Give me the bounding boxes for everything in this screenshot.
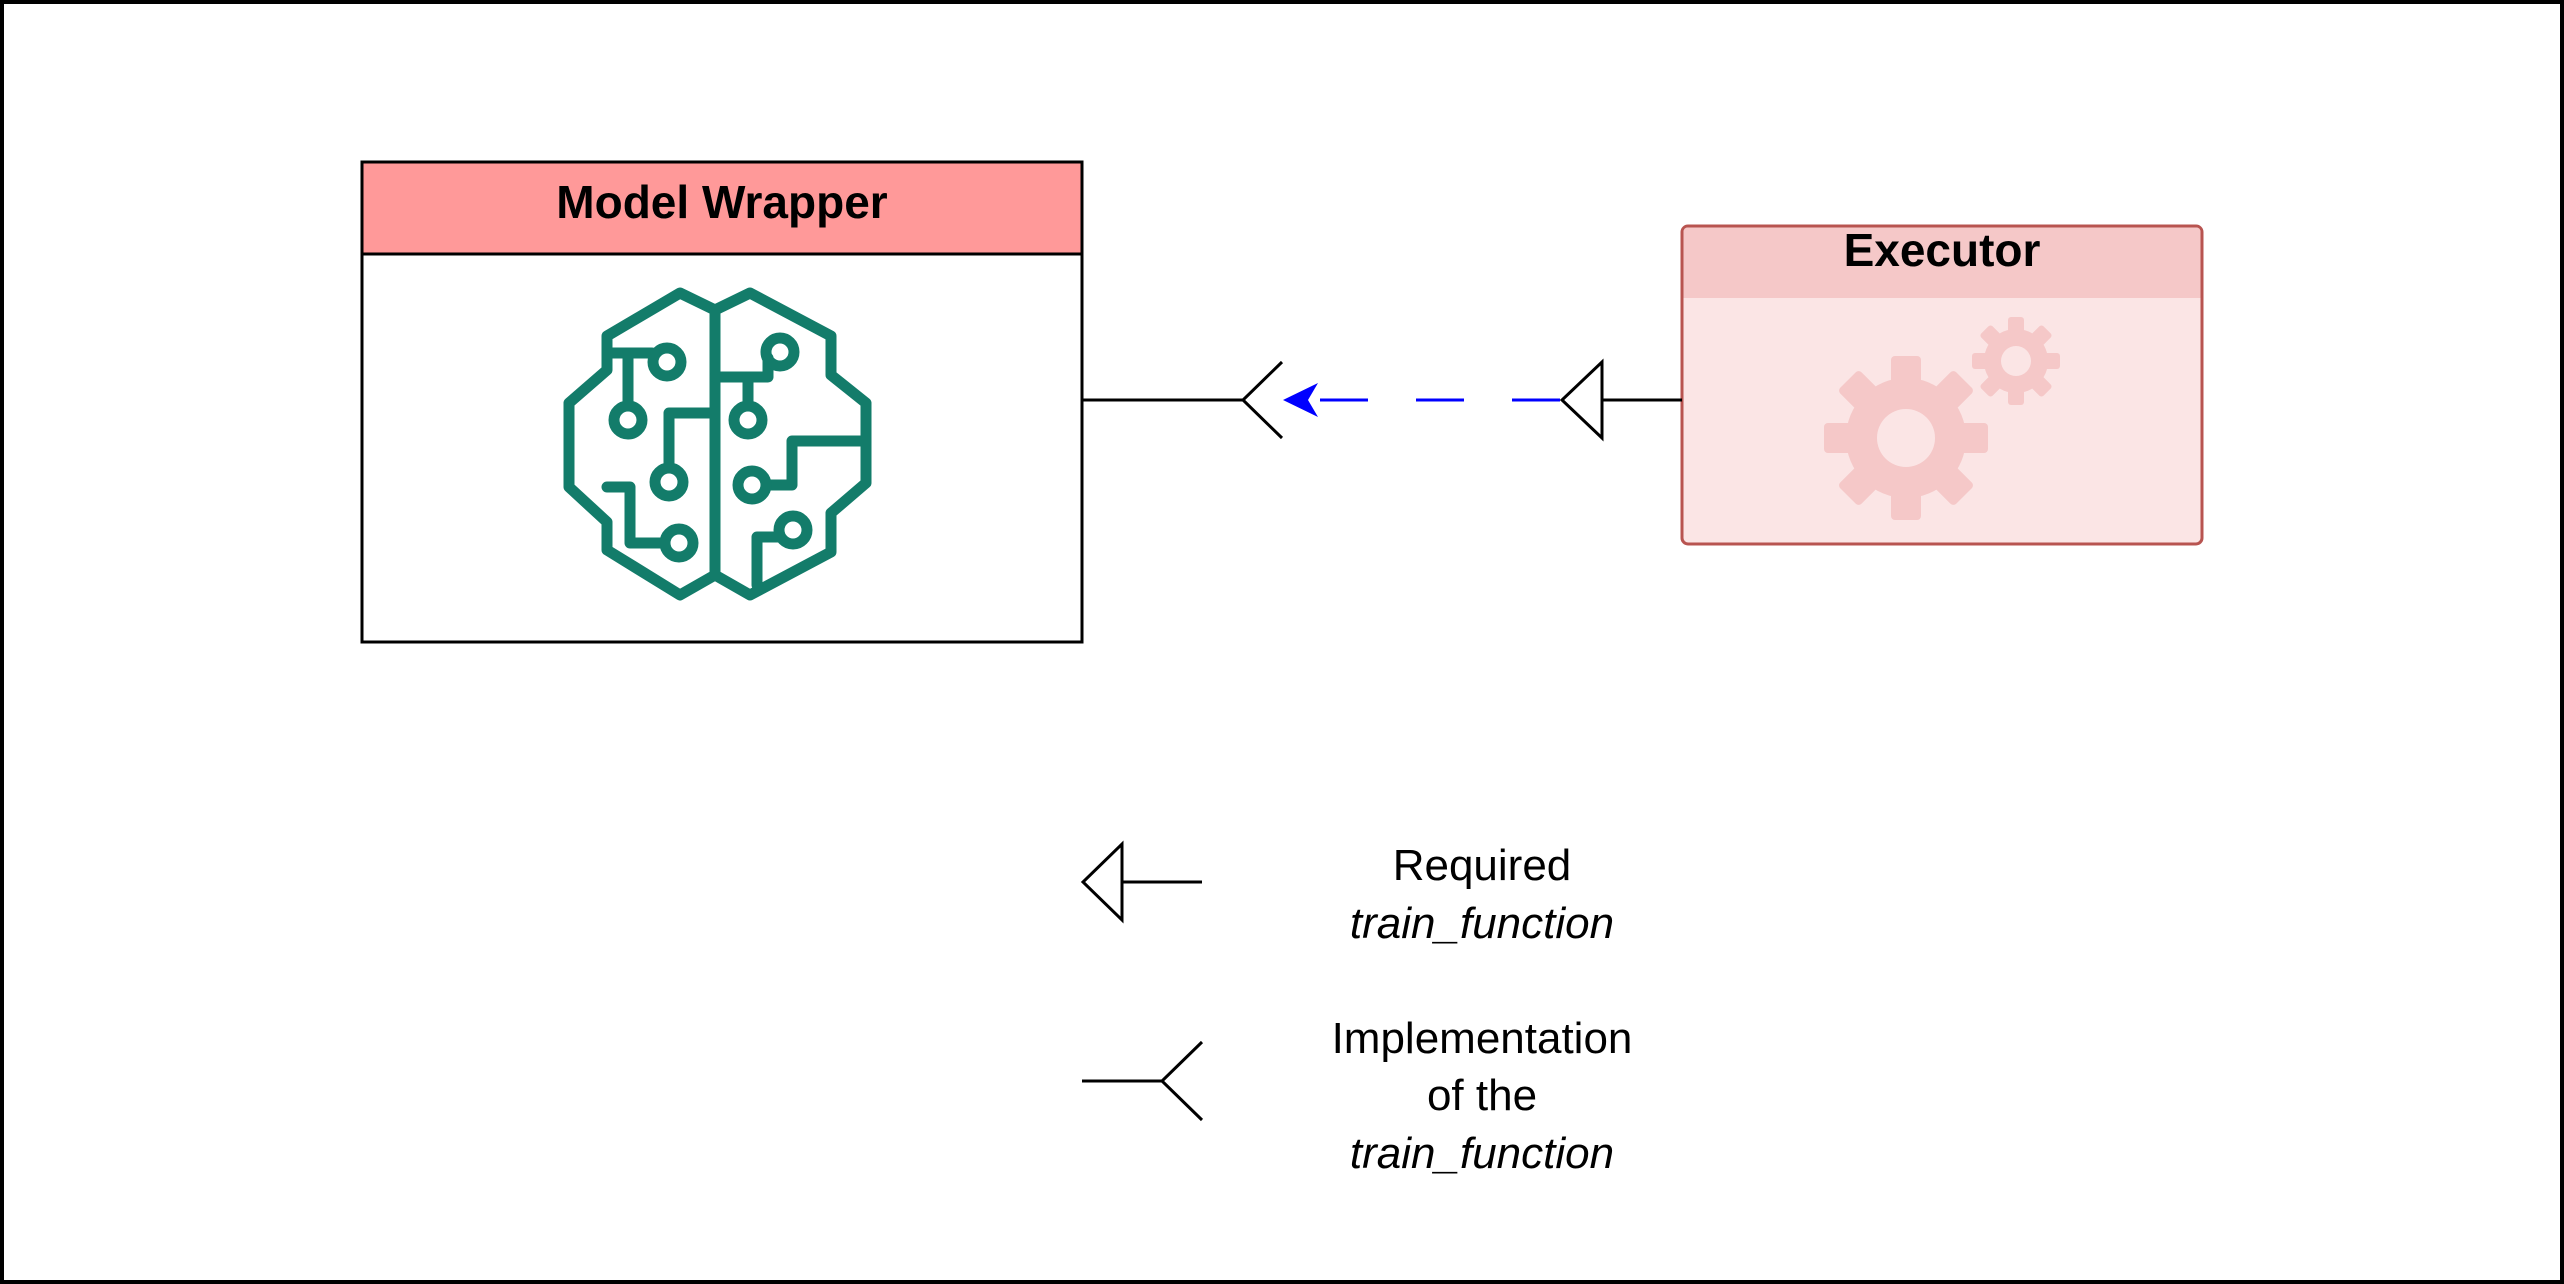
ml-brain-circuit-icon [563, 287, 872, 601]
legend: Required train_function Implementation o… [1080, 840, 1633, 1178]
executor-component[interactable]: Executor [1680, 224, 2204, 546]
legend-required-label: Required [1393, 841, 1572, 890]
dependency-arrowhead-icon [1283, 383, 1318, 417]
gears-icon [1824, 317, 2060, 520]
legend-implementation-symbol [1082, 1040, 1204, 1122]
required-triangle-icon [1559, 358, 1604, 442]
legend-required-symbol [1080, 840, 1202, 924]
model-wrapper-body [360, 252, 1084, 644]
model-wrapper-title: Model Wrapper [556, 176, 888, 228]
legend-implementation-function: train_function [1350, 1129, 1614, 1178]
legend-required-function: train_function [1350, 899, 1614, 948]
legend-implementation-label: Implementation [1332, 1014, 1633, 1063]
interface-connector [1082, 358, 1682, 442]
legend-implementation-of-the: of the [1427, 1071, 1537, 1120]
executor-title: Executor [1844, 224, 2041, 276]
model-wrapper-header [360, 160, 1084, 256]
executor-header [1683, 227, 2201, 298]
model-wrapper-component[interactable]: Model Wrapper [360, 160, 1084, 644]
implementation-socket-icon [1240, 360, 1284, 440]
